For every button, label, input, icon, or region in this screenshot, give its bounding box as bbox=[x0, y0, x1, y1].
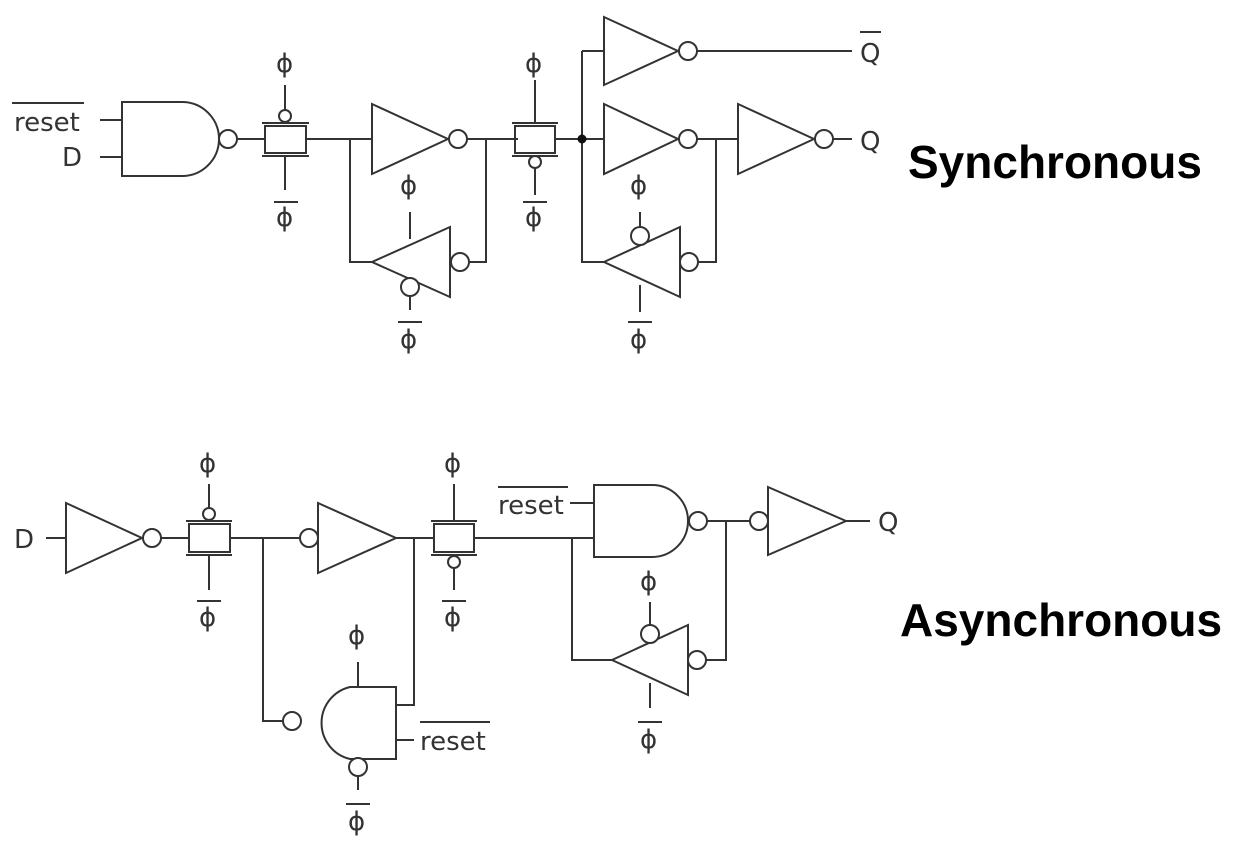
synchronous-circuit: reset D ϕ ϕ ϕ ϕ bbox=[12, 15, 1202, 355]
async-fb-phibar: ϕ bbox=[640, 725, 657, 755]
sync-fb2-phibar: ϕ bbox=[630, 325, 647, 355]
async-fb-phi: ϕ bbox=[640, 567, 657, 597]
asynchronous-circuit: D ϕ ϕ ϕ ϕ reset bbox=[14, 449, 1222, 837]
sync-fb2-phi: ϕ bbox=[630, 171, 647, 201]
sync-inverter-1-bubble bbox=[448, 129, 468, 149]
async-tg1-phibar: ϕ bbox=[199, 603, 216, 633]
async-tg1-phi: ϕ bbox=[199, 449, 216, 479]
sync-output-inverter bbox=[737, 102, 817, 176]
async-fbnand-reset-label: reset bbox=[420, 727, 486, 757]
sync-tg1-phibar: ϕ bbox=[276, 203, 293, 233]
sync-tg2-phi: ϕ bbox=[525, 49, 542, 79]
async-q-label: Q bbox=[878, 508, 898, 538]
sync-inverter-1 bbox=[371, 102, 451, 176]
async-fbnand-phi: ϕ bbox=[348, 621, 365, 651]
asynchronous-title: Asynchronous bbox=[900, 594, 1222, 646]
sync-tg2-phibar: ϕ bbox=[525, 203, 542, 233]
sync-transmission-gate-1 bbox=[262, 85, 309, 190]
async-transmission-gate-1 bbox=[186, 484, 232, 590]
sync-qbar-label: Q bbox=[860, 39, 880, 69]
async-transmission-gate-2 bbox=[431, 484, 477, 590]
sync-nand-gate bbox=[121, 101, 220, 177]
sync-reset-label: reset bbox=[14, 108, 80, 138]
sync-d-label: D bbox=[62, 143, 82, 173]
sync-tg1-phi: ϕ bbox=[276, 49, 293, 79]
async-fbnand-phibar: ϕ bbox=[348, 807, 365, 837]
async-feedback-nand bbox=[320, 686, 397, 760]
sync-qbar-inverter bbox=[603, 15, 681, 87]
async-tg2-phi: ϕ bbox=[444, 449, 461, 479]
async-tg2-phibar: ϕ bbox=[444, 603, 461, 633]
sync-nand-bubble bbox=[218, 129, 238, 149]
sync-junction-dot bbox=[577, 134, 587, 144]
async-nand-reset-label: reset bbox=[498, 491, 564, 521]
async-d-label: D bbox=[14, 525, 34, 555]
sync-fb1-phi: ϕ bbox=[400, 171, 417, 201]
async-input-inverter bbox=[65, 501, 145, 575]
async-output-nand bbox=[593, 484, 689, 558]
sync-transmission-gate-2 bbox=[512, 80, 558, 195]
sync-fb1-phibar: ϕ bbox=[400, 325, 417, 355]
sync-q-label: Q bbox=[860, 127, 880, 157]
async-buffer-1 bbox=[317, 501, 399, 575]
async-output-buffer bbox=[767, 485, 849, 557]
sync-input-wires bbox=[100, 119, 122, 158]
sync-inverter-2 bbox=[603, 102, 681, 176]
synchronous-title: Synchronous bbox=[908, 136, 1202, 188]
